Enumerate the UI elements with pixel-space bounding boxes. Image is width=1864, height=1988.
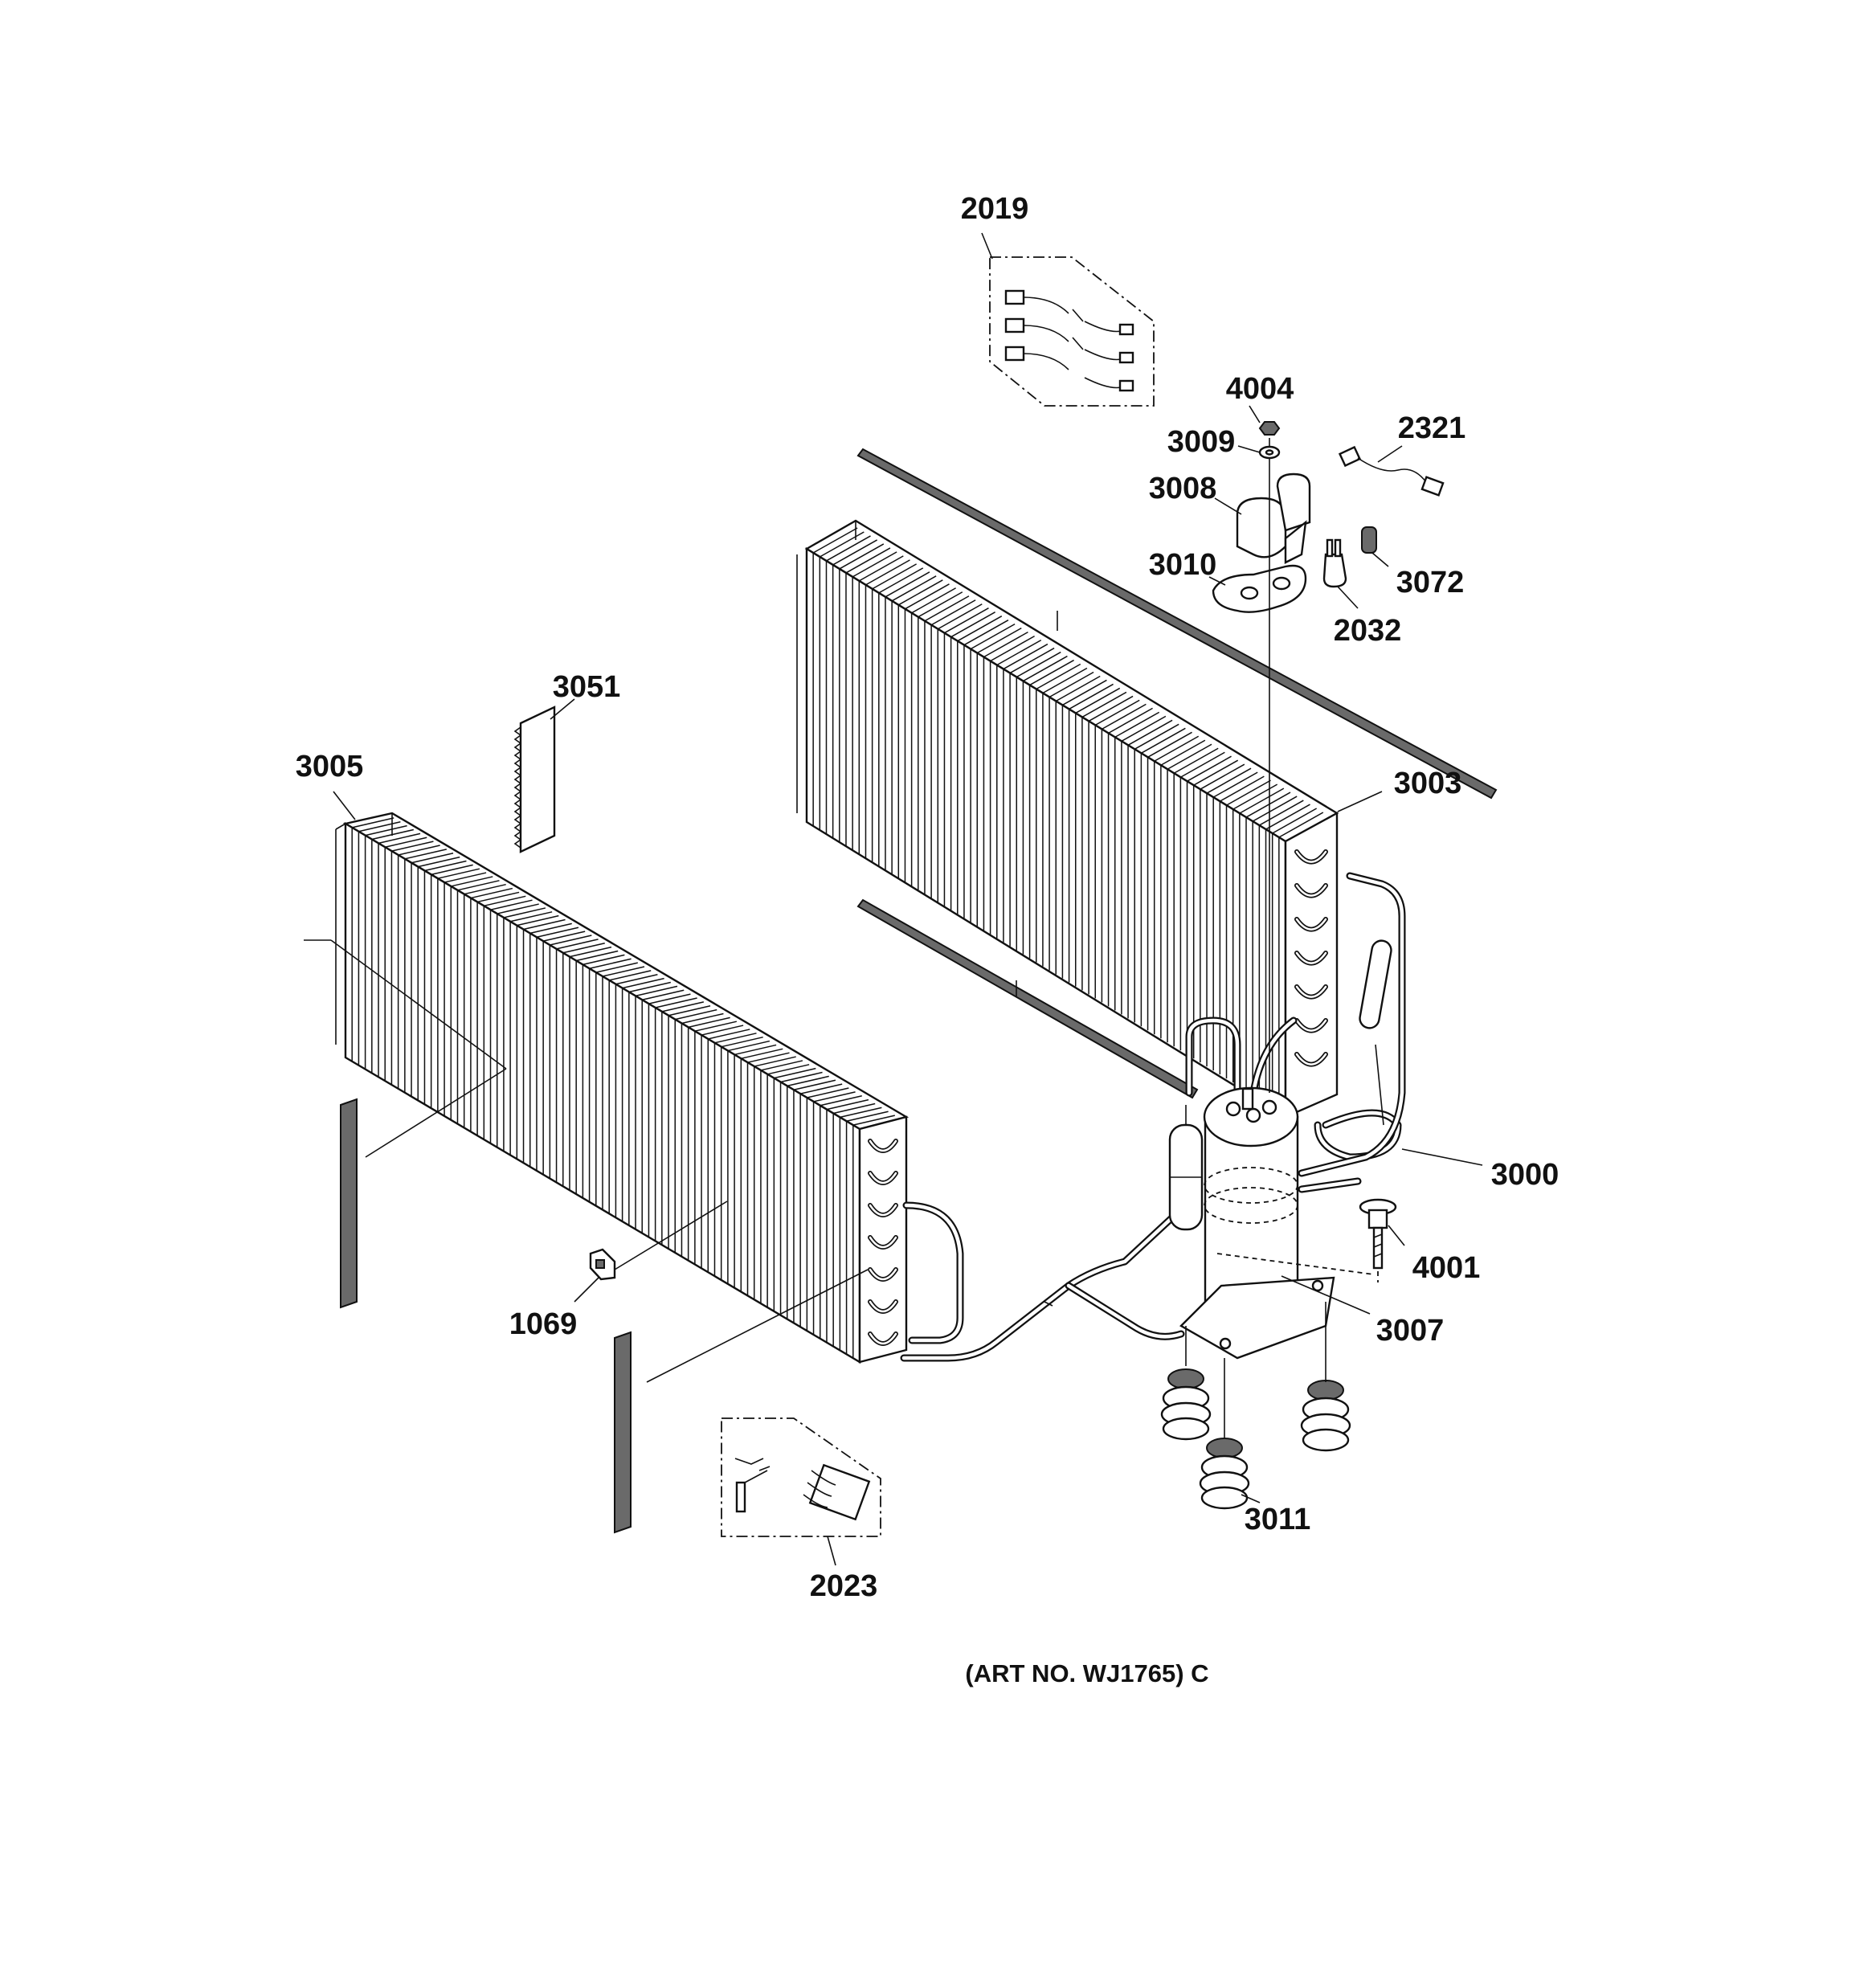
refrigerant-tubing bbox=[900, 872, 1406, 1362]
label-3007: 3007 bbox=[1376, 1314, 1445, 1348]
label-4001: 4001 bbox=[1412, 1251, 1481, 1285]
clip bbox=[589, 1248, 616, 1281]
front-coil-return-bends bbox=[868, 1139, 898, 1346]
grommet-center bbox=[1199, 1438, 1250, 1510]
foam-strip-right bbox=[614, 1331, 632, 1534]
wiring-group-2019 bbox=[989, 256, 1155, 407]
label-3008: 3008 bbox=[1149, 472, 1217, 505]
art-number-caption: (ART NO. WJ1765) C bbox=[965, 1659, 1208, 1687]
label-3011: 3011 bbox=[1245, 1503, 1310, 1536]
label-2032: 2032 bbox=[1334, 614, 1402, 648]
fitting-group-2023 bbox=[721, 1417, 881, 1537]
rear-coil-return-bends bbox=[1294, 849, 1328, 1067]
label-1069: 1069 bbox=[509, 1307, 578, 1341]
front-coil bbox=[335, 812, 910, 1364]
foam-strip-left bbox=[340, 1098, 358, 1309]
wire-2321 bbox=[1338, 445, 1445, 497]
grommet-right bbox=[1300, 1380, 1351, 1452]
overload-cover bbox=[1236, 472, 1311, 564]
terminal bbox=[1322, 538, 1347, 588]
rear-coil-bottom-strip bbox=[856, 898, 1199, 1099]
gasket bbox=[1212, 564, 1307, 613]
grommet-left bbox=[1160, 1368, 1212, 1441]
label-3000: 3000 bbox=[1491, 1158, 1559, 1192]
label-3005: 3005 bbox=[296, 750, 364, 783]
spring bbox=[1361, 526, 1377, 554]
label-3010: 3010 bbox=[1149, 548, 1217, 582]
part-labels: 2019 4004 2321 3009 3008 3010 3072 2032 … bbox=[296, 192, 1559, 1687]
label-3072: 3072 bbox=[1396, 566, 1465, 599]
label-3003: 3003 bbox=[1394, 767, 1462, 800]
bolt bbox=[1359, 1198, 1397, 1270]
rear-coil-top-strip bbox=[856, 448, 1498, 800]
label-4004: 4004 bbox=[1226, 372, 1294, 406]
label-3051: 3051 bbox=[553, 670, 621, 704]
foil-strip bbox=[513, 706, 556, 853]
washer bbox=[1258, 445, 1281, 460]
label-2321: 2321 bbox=[1398, 411, 1466, 445]
label-3009: 3009 bbox=[1167, 425, 1236, 459]
leader-lines bbox=[304, 232, 1483, 1566]
nut bbox=[1258, 421, 1281, 436]
label-2023: 2023 bbox=[810, 1569, 878, 1603]
compressor bbox=[1168, 1086, 1335, 1360]
label-2019: 2019 bbox=[961, 192, 1029, 226]
